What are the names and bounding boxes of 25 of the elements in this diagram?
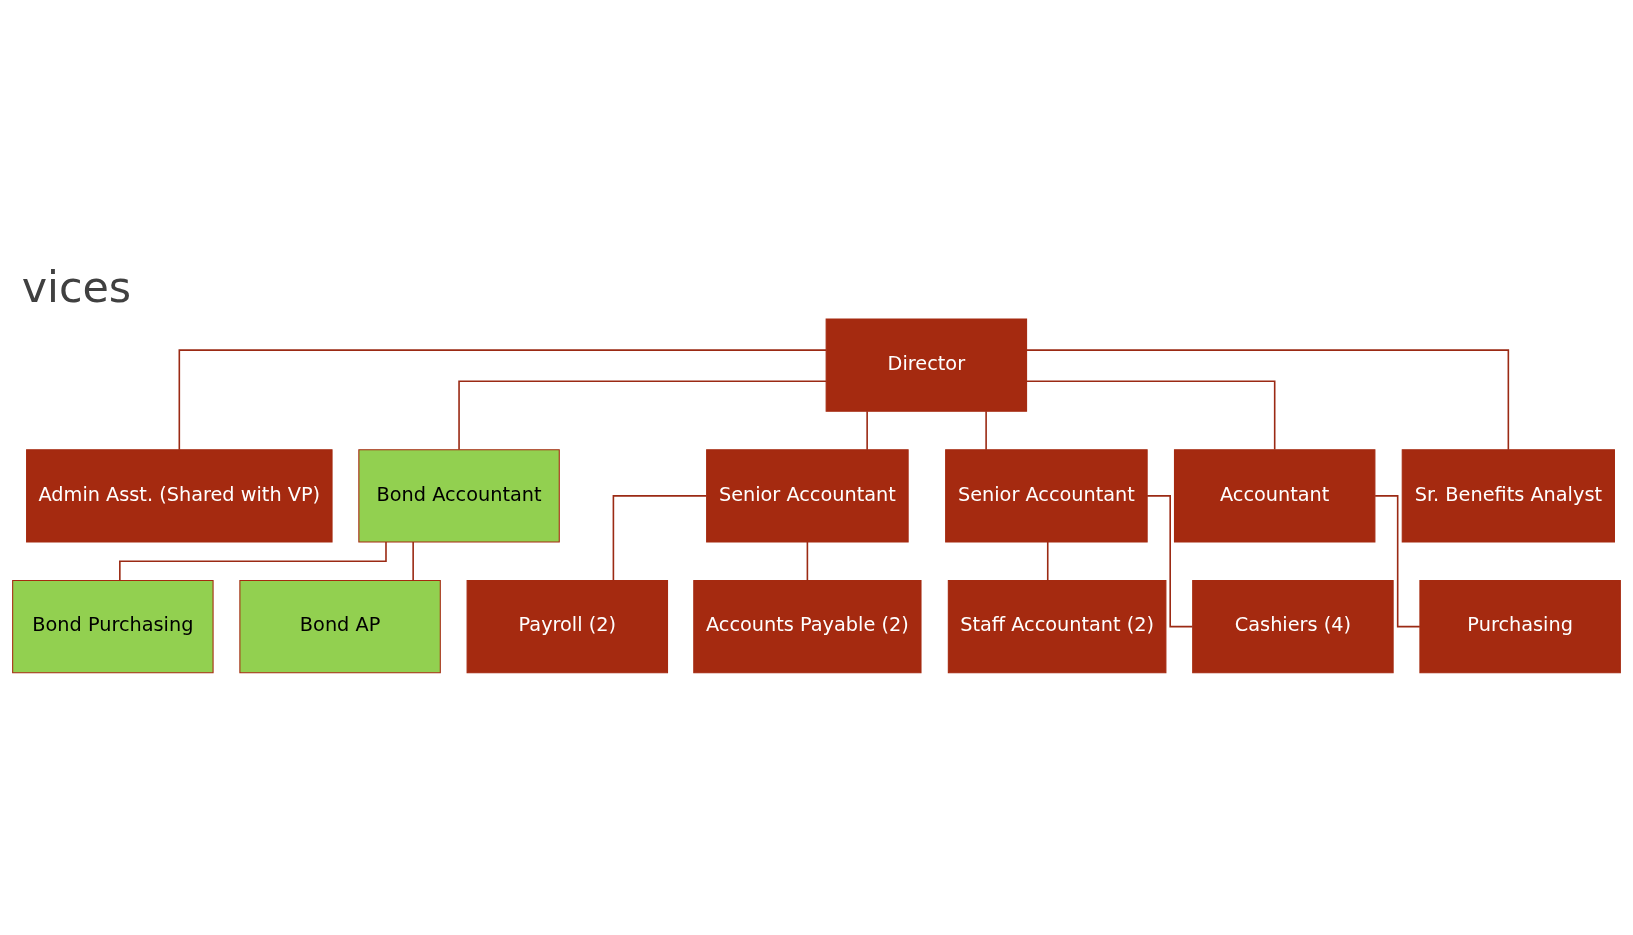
connector bbox=[458, 379, 827, 450]
connector bbox=[178, 348, 827, 451]
node-box: Accountant bbox=[1173, 448, 1376, 542]
node-box: Sr. Benefits Analyst bbox=[1401, 448, 1615, 542]
node-box: Cashiers (4) bbox=[1192, 579, 1394, 673]
node-box: Purchasing bbox=[1419, 579, 1621, 673]
node-box: Bond Purchasing bbox=[12, 579, 214, 673]
node-box: Admin Asst. (Shared with VP) bbox=[26, 448, 333, 542]
node-box: Senior Accountant bbox=[945, 448, 1148, 542]
node-box: Bond AP bbox=[239, 579, 441, 673]
connector bbox=[612, 494, 708, 581]
node-box: Bond Accountant bbox=[358, 448, 560, 542]
connector bbox=[1025, 379, 1276, 450]
connector bbox=[806, 540, 809, 581]
connector bbox=[1025, 348, 1510, 451]
connector bbox=[985, 409, 987, 451]
node-box: Staff Accountant (2) bbox=[947, 579, 1167, 673]
diagram-title: vices bbox=[21, 261, 132, 312]
node-box: Director bbox=[825, 318, 1028, 412]
node-box: Accounts Payable (2) bbox=[693, 579, 922, 673]
connector bbox=[1046, 540, 1049, 581]
connector bbox=[866, 409, 868, 451]
connector bbox=[412, 540, 414, 581]
node-box: Senior Accountant bbox=[706, 448, 909, 542]
node-box: Payroll (2) bbox=[466, 579, 669, 673]
